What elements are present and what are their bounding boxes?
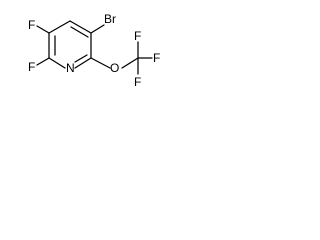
bond-c5-f <box>36 25 50 34</box>
atom-label-f-cf3-bottom: F <box>134 75 141 89</box>
bond-c2-br <box>90 24 105 34</box>
atom-label-n: N <box>66 61 75 75</box>
atom-label-o: O <box>110 61 119 75</box>
atom-label-f-top: F <box>28 18 35 32</box>
atom-label-f-cf3-right: F <box>153 51 160 65</box>
bond-c1-c2 <box>69 20 92 34</box>
chemical-structure: Br F F N O F F F <box>28 12 160 89</box>
atom-label-f-left: F <box>28 60 35 74</box>
bond-c5-c1 <box>48 20 71 34</box>
bond-c4-f <box>36 57 50 66</box>
bond-c1-c2-inner <box>70 26 89 38</box>
atom-label-f-cf3-top: F <box>134 29 141 43</box>
bond-o-c <box>121 57 139 69</box>
bond-c3-n-inner <box>74 54 88 63</box>
bond-n-c4 <box>48 57 66 69</box>
atom-label-br: Br <box>104 12 116 26</box>
bond-c3-n <box>74 57 92 69</box>
bond-c3-o <box>90 57 111 69</box>
